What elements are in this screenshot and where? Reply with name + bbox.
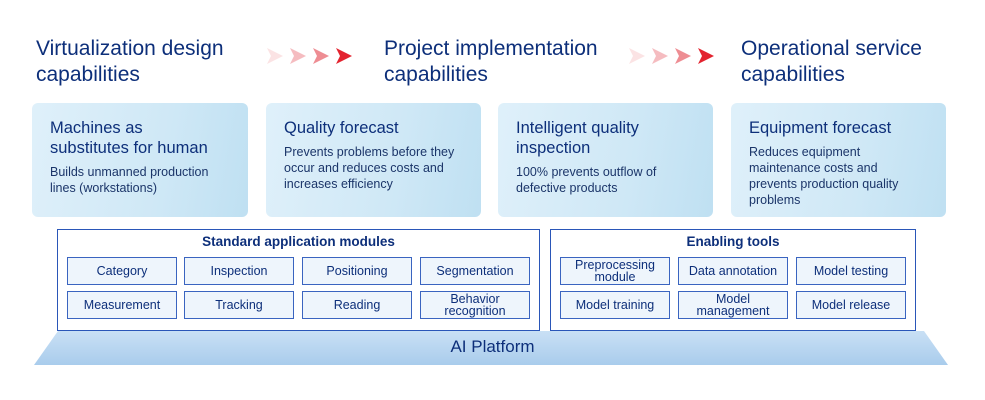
arrow-icon	[629, 48, 645, 64]
card-title: Intelligent quality inspection	[516, 119, 639, 157]
tool-model-release: Model release	[796, 291, 906, 319]
card-machines-substitutes: Machines as substitutes for human Builds…	[32, 103, 248, 217]
arrow-icon	[290, 48, 306, 64]
arrow-icon	[267, 48, 283, 64]
group-title: Enabling tools	[686, 234, 780, 249]
module-inspection: Inspection	[184, 257, 294, 285]
ai-platform-label: AI Platform	[450, 337, 535, 356]
module-tracking: Tracking	[184, 291, 294, 319]
tool-data-annotation: Data annotation	[678, 257, 788, 285]
capability-title-virtualization: Virtualization design capabilities	[36, 37, 224, 86]
progress-arrows-2	[627, 45, 716, 67]
card-equipment-forecast: Equipment forecast Reduces equipment mai…	[731, 103, 946, 217]
progress-arrows-1	[265, 45, 354, 67]
card-description: Prevents problems before they occur and …	[284, 145, 455, 191]
tool-model-management: Model management	[678, 291, 788, 319]
card-title: Equipment forecast	[749, 119, 892, 137]
module-measurement: Measurement	[67, 291, 177, 319]
card-title: Machines as substitutes for human	[50, 119, 208, 157]
card-intelligent-inspection: Intelligent quality inspection 100% prev…	[498, 103, 713, 217]
arrow-icon	[652, 48, 668, 64]
capability-title-operational: Operational service capabilities	[741, 37, 922, 86]
card-description: Builds unmanned production lines (workst…	[50, 165, 209, 195]
module-behavior-recognition: Behavior recognition	[420, 291, 530, 319]
tool-model-testing: Model testing	[796, 257, 906, 285]
arrow-icon	[313, 48, 329, 64]
card-description: Reduces equipment maintenance costs and …	[749, 145, 899, 207]
tool-model-training: Model training	[560, 291, 670, 319]
module-category: Category	[67, 257, 177, 285]
capability-title-implementation: Project implementation capabilities	[384, 37, 598, 86]
standard-modules-group: Standard application modules Category In…	[57, 229, 540, 331]
enabling-tools-group: Enabling tools Preprocessing module Data…	[550, 229, 916, 331]
card-quality-forecast: Quality forecast Prevents problems befor…	[266, 103, 481, 217]
module-segmentation: Segmentation	[420, 257, 530, 285]
tool-preprocessing-module: Preprocessing module	[560, 257, 670, 285]
arrow-icon	[336, 48, 352, 64]
arrow-icon	[675, 48, 691, 64]
module-positioning: Positioning	[302, 257, 412, 285]
module-reading: Reading	[302, 291, 412, 319]
group-title: Standard application modules	[202, 234, 395, 249]
arrow-icon	[698, 48, 714, 64]
card-description: 100% prevents outflow of defective produ…	[516, 165, 657, 195]
ai-platform-base	[34, 331, 948, 365]
card-title: Quality forecast	[284, 119, 399, 137]
